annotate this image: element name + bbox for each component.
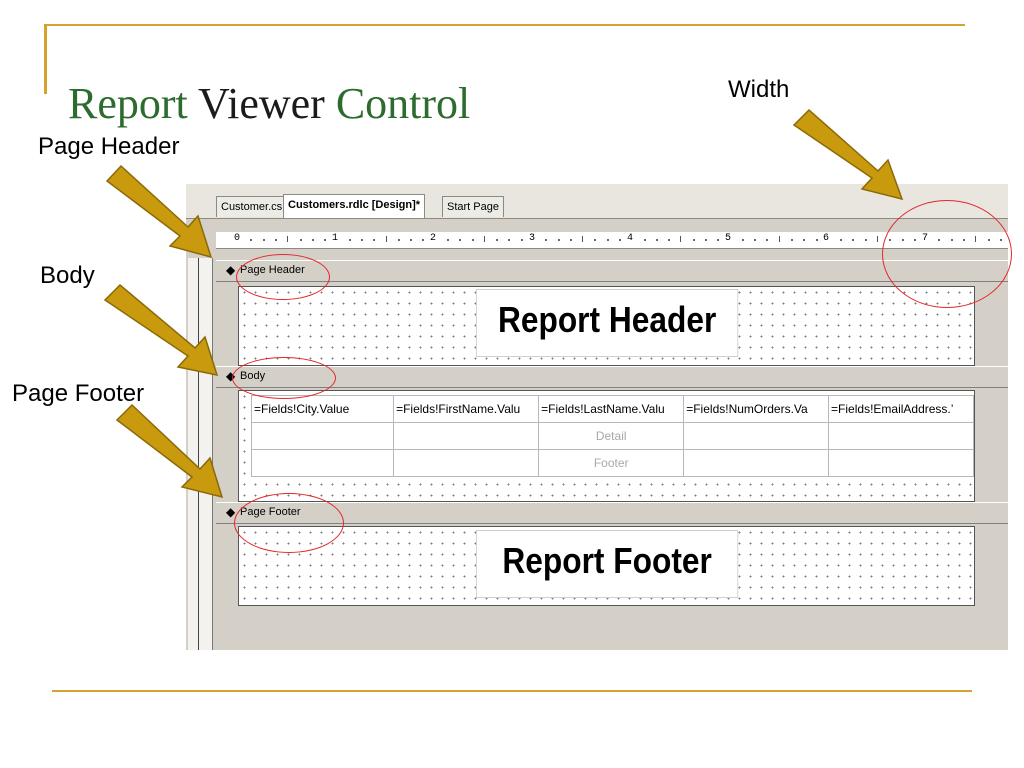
ruler-mark bbox=[483, 236, 485, 242]
ruler-mark bbox=[864, 239, 867, 241]
horizontal-ruler: 0 1 2 3 4 5 6 7 bbox=[216, 232, 1008, 249]
table-cell[interactable] bbox=[393, 449, 540, 477]
ruler-number: 6 bbox=[823, 233, 830, 244]
ruler-mark bbox=[508, 239, 511, 241]
ruler-mark bbox=[262, 239, 265, 241]
report-table[interactable]: =Fields!City.Value =Fields!FirstName.Val… bbox=[250, 395, 974, 477]
ruler-mark bbox=[274, 239, 277, 241]
vertical-ruler bbox=[188, 258, 213, 650]
report-header-textbox[interactable]: Report Header bbox=[476, 289, 739, 357]
ruler-mark bbox=[668, 239, 671, 241]
ruler-mark bbox=[311, 239, 314, 241]
arrow-page-header-icon bbox=[105, 164, 213, 259]
arrow-width-icon bbox=[792, 108, 904, 201]
title-word-report: Report bbox=[68, 79, 188, 128]
slide-left-rule bbox=[44, 24, 47, 94]
highlight-ellipse-page-footer bbox=[234, 493, 344, 553]
ruler-mark bbox=[705, 239, 707, 241]
slide-bottom-rule bbox=[52, 690, 972, 692]
report-designer: Customer.cs Customers.rdlc [Design]* Sta… bbox=[186, 184, 1008, 650]
ruler-mark bbox=[717, 239, 720, 241]
ruler-mark bbox=[741, 239, 744, 241]
arrow-body-icon bbox=[103, 283, 219, 376]
callout-page-header: Page Header bbox=[38, 133, 180, 160]
ruler-mark bbox=[778, 236, 780, 242]
ruler-mark bbox=[619, 239, 621, 241]
ruler-mark bbox=[840, 239, 843, 241]
page-header-section[interactable]: Report Header bbox=[238, 286, 975, 366]
ruler-mark bbox=[606, 239, 609, 241]
footer-row-label[interactable]: Footer bbox=[538, 449, 685, 477]
ruler-number: 5 bbox=[725, 233, 732, 244]
ruler-mark bbox=[643, 239, 646, 241]
table-cell[interactable]: =Fields!City.Value bbox=[250, 395, 395, 423]
highlight-ellipse-width bbox=[882, 200, 1012, 308]
highlight-ellipse-body bbox=[232, 357, 336, 399]
ruler-mark bbox=[791, 239, 793, 241]
ruler-mark bbox=[545, 239, 548, 241]
ruler-mark bbox=[459, 239, 462, 241]
table-cell[interactable] bbox=[250, 449, 395, 477]
report-footer-textbox[interactable]: Report Footer bbox=[476, 530, 739, 598]
ruler-number: 4 bbox=[627, 233, 634, 244]
ruler-mark bbox=[299, 239, 302, 241]
ruler-mark bbox=[582, 236, 584, 242]
ruler-mark bbox=[803, 239, 806, 241]
ruler-mark bbox=[815, 239, 818, 241]
body-section[interactable]: =Fields!City.Value =Fields!FirstName.Val… bbox=[238, 390, 975, 502]
ruler-number: 0 bbox=[234, 233, 241, 244]
section-arrow-icon: ◆ bbox=[226, 369, 236, 383]
ruler-mark bbox=[250, 239, 253, 241]
ruler-mark bbox=[520, 239, 523, 241]
page-footer-section[interactable]: Report Footer bbox=[238, 526, 975, 606]
ruler-mark bbox=[766, 239, 769, 241]
ruler-mark bbox=[373, 239, 376, 241]
highlight-ellipse-page-header bbox=[236, 254, 330, 300]
ruler-mark bbox=[496, 239, 499, 241]
arrow-page-footer-icon bbox=[115, 403, 224, 499]
slide-title: Report Viewer Control bbox=[68, 78, 470, 129]
table-cell[interactable]: =Fields!EmailAddress.’ bbox=[828, 395, 974, 423]
ruler-mark bbox=[754, 239, 757, 241]
callout-body: Body bbox=[40, 262, 95, 289]
table-cell[interactable]: =Fields!NumOrders.Va bbox=[683, 395, 830, 423]
ruler-mark bbox=[594, 239, 597, 241]
section-arrow-icon: ◆ bbox=[226, 505, 236, 519]
table-cell[interactable] bbox=[828, 449, 974, 477]
tab-customers-rdlc-design[interactable]: Customers.rdlc [Design]* bbox=[283, 194, 426, 218]
table-row-footer: Footer bbox=[250, 449, 974, 477]
ruler-mark bbox=[877, 236, 878, 242]
ruler-mark bbox=[557, 239, 560, 241]
title-word-control: Control bbox=[335, 79, 471, 128]
table-cell[interactable] bbox=[393, 422, 540, 450]
ruler-mark bbox=[287, 236, 289, 242]
ruler-number: 2 bbox=[430, 233, 437, 244]
tab-start-page[interactable]: Start Page bbox=[442, 196, 504, 217]
table-row-header: =Fields!City.Value =Fields!FirstName.Val… bbox=[250, 395, 974, 423]
ruler-mark bbox=[397, 239, 400, 241]
ruler-mark bbox=[446, 239, 449, 241]
ruler-mark bbox=[360, 239, 363, 241]
table-cell[interactable] bbox=[683, 449, 830, 477]
ruler-mark bbox=[655, 239, 658, 241]
title-word-viewer: Viewer bbox=[197, 79, 325, 128]
ruler-mark bbox=[324, 239, 327, 241]
slide-top-rule bbox=[44, 24, 965, 26]
table-cell[interactable]: =Fields!FirstName.Valu bbox=[393, 395, 540, 423]
ruler-mark bbox=[385, 236, 387, 242]
ruler-mark bbox=[471, 239, 474, 241]
ruler-mark bbox=[680, 236, 682, 242]
ruler-mark bbox=[692, 239, 695, 241]
ruler-mark bbox=[569, 239, 572, 241]
callout-page-footer: Page Footer bbox=[12, 380, 145, 407]
ruler-mark bbox=[410, 239, 413, 241]
ruler-mark bbox=[348, 239, 351, 241]
section-arrow-icon: ◆ bbox=[226, 263, 236, 277]
ruler-mark bbox=[852, 239, 855, 241]
ruler-mark bbox=[422, 239, 425, 241]
ruler-number: 3 bbox=[529, 233, 536, 244]
ruler-number: 1 bbox=[332, 233, 339, 244]
callout-width: Width bbox=[728, 76, 790, 103]
